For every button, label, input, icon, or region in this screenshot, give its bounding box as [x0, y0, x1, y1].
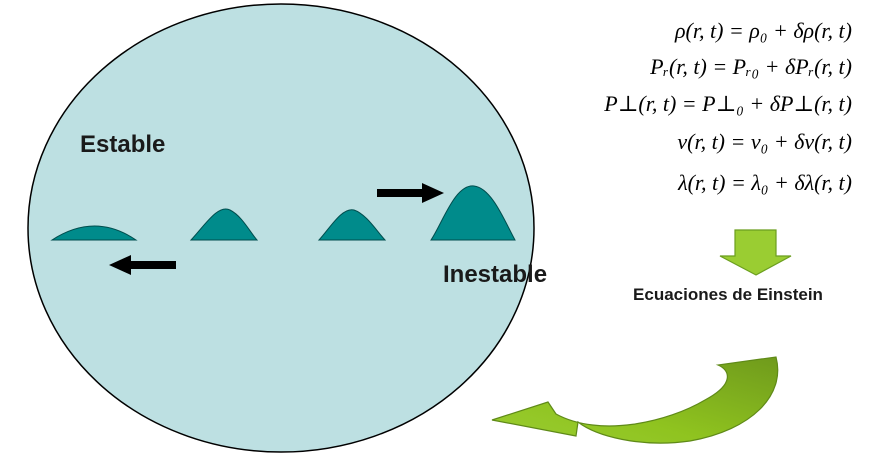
perturbation-bump-4	[430, 185, 516, 241]
left-arrow-icon	[109, 255, 176, 275]
perturbation-bump-3	[317, 209, 387, 241]
down-arrow-icon	[719, 229, 792, 276]
unstable-label: Inestable	[443, 261, 547, 288]
equation-tangential-pressure: P⊥(r, t) = P⊥₀ + δP⊥(r, t)	[603, 91, 852, 116]
equation-lambda: λ(r, t) = λ₀ + δλ(r, t)	[677, 170, 852, 195]
perturbation-bump-2	[189, 208, 259, 241]
perturbation-bump-1	[50, 225, 138, 241]
equation-nu: ν(r, t) = ν₀ + δν(r, t)	[677, 129, 852, 154]
star-body-circle	[27, 3, 535, 453]
stable-label: Estable	[80, 131, 165, 158]
curved-return-arrow-icon	[491, 356, 779, 444]
equation-radial-pressure: Pᵣ(r, t) = Pᵣ₀ + δPᵣ(r, t)	[649, 54, 852, 79]
right-arrow-icon	[377, 183, 444, 203]
einstein-equations-label: Ecuaciones de Einstein	[633, 285, 823, 304]
equation-density: ρ(r, t) = ρ₀ + δρ(r, t)	[674, 18, 852, 43]
